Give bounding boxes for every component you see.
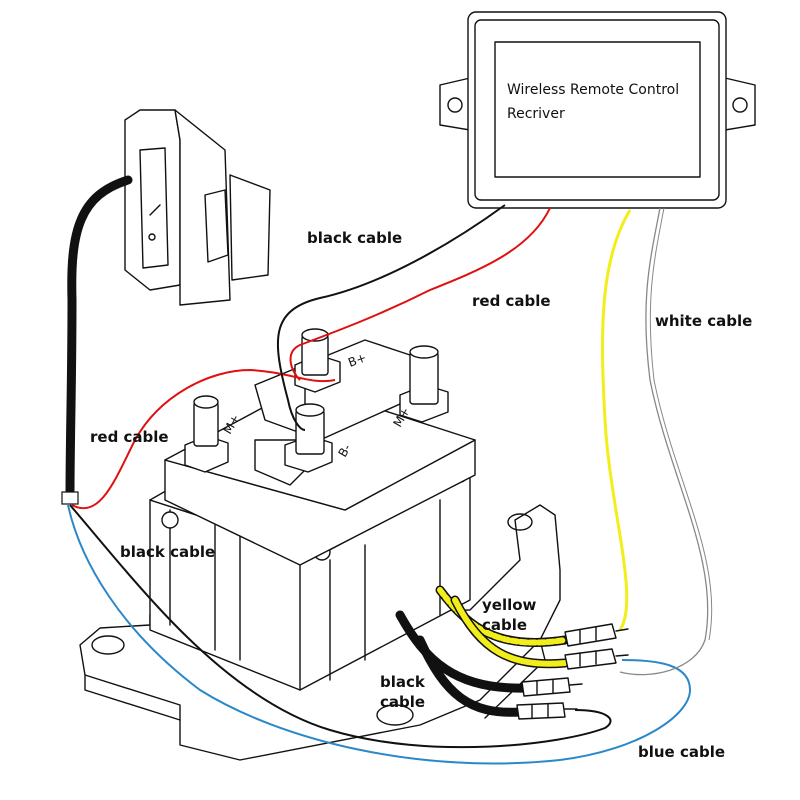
terminal-label-b-plus: B+ (346, 350, 368, 369)
connector-yellow-2 (564, 648, 629, 670)
switch-cable (65, 175, 133, 500)
terminal-post-b-plus (294, 328, 341, 393)
terminal-post-m-plus-left (184, 395, 229, 473)
label-black-cable-bottom-line1: black (380, 673, 426, 691)
label-white-cable: white cable (655, 312, 752, 330)
receiver-title-line1: Wireless Remote Control (507, 82, 679, 98)
connector-black-1 (521, 677, 583, 697)
handheld-switch (124, 109, 271, 306)
wireless-receiver-box: Wireless Remote Control Recriver (439, 11, 756, 209)
white-wire-receiver (619, 207, 709, 676)
label-black-cable-left: black cable (120, 543, 215, 561)
connector-black-2 (516, 702, 578, 720)
label-red-cable-left: red cable (90, 428, 169, 446)
label-blue-cable: blue cable (638, 743, 725, 761)
label-black-cable-top: black cable (307, 229, 402, 247)
black-wire-switch (69, 504, 612, 749)
label-red-cable-top: red cable (472, 292, 551, 310)
receiver-title-line2: Recriver (507, 106, 565, 122)
red-wire-switch (71, 368, 336, 510)
label-yellow-cable-line1: yellow (482, 596, 537, 614)
black-motor-cable (395, 610, 530, 693)
yellow-wire-receiver (601, 209, 632, 631)
terminal-label-b-minus: B- (335, 442, 353, 460)
black-wire-receiver (277, 204, 506, 431)
connector-yellow-1 (564, 623, 629, 647)
label-yellow-cable-line2: cable (482, 616, 527, 634)
terminal-post-b-minus (284, 403, 333, 473)
switch-cable-end (61, 491, 79, 505)
blue-wire (67, 504, 692, 765)
label-black-cable-bottom-line2: cable (380, 693, 425, 711)
red-wire-receiver (289, 207, 551, 381)
terminal-post-m-plus-right (399, 345, 449, 423)
